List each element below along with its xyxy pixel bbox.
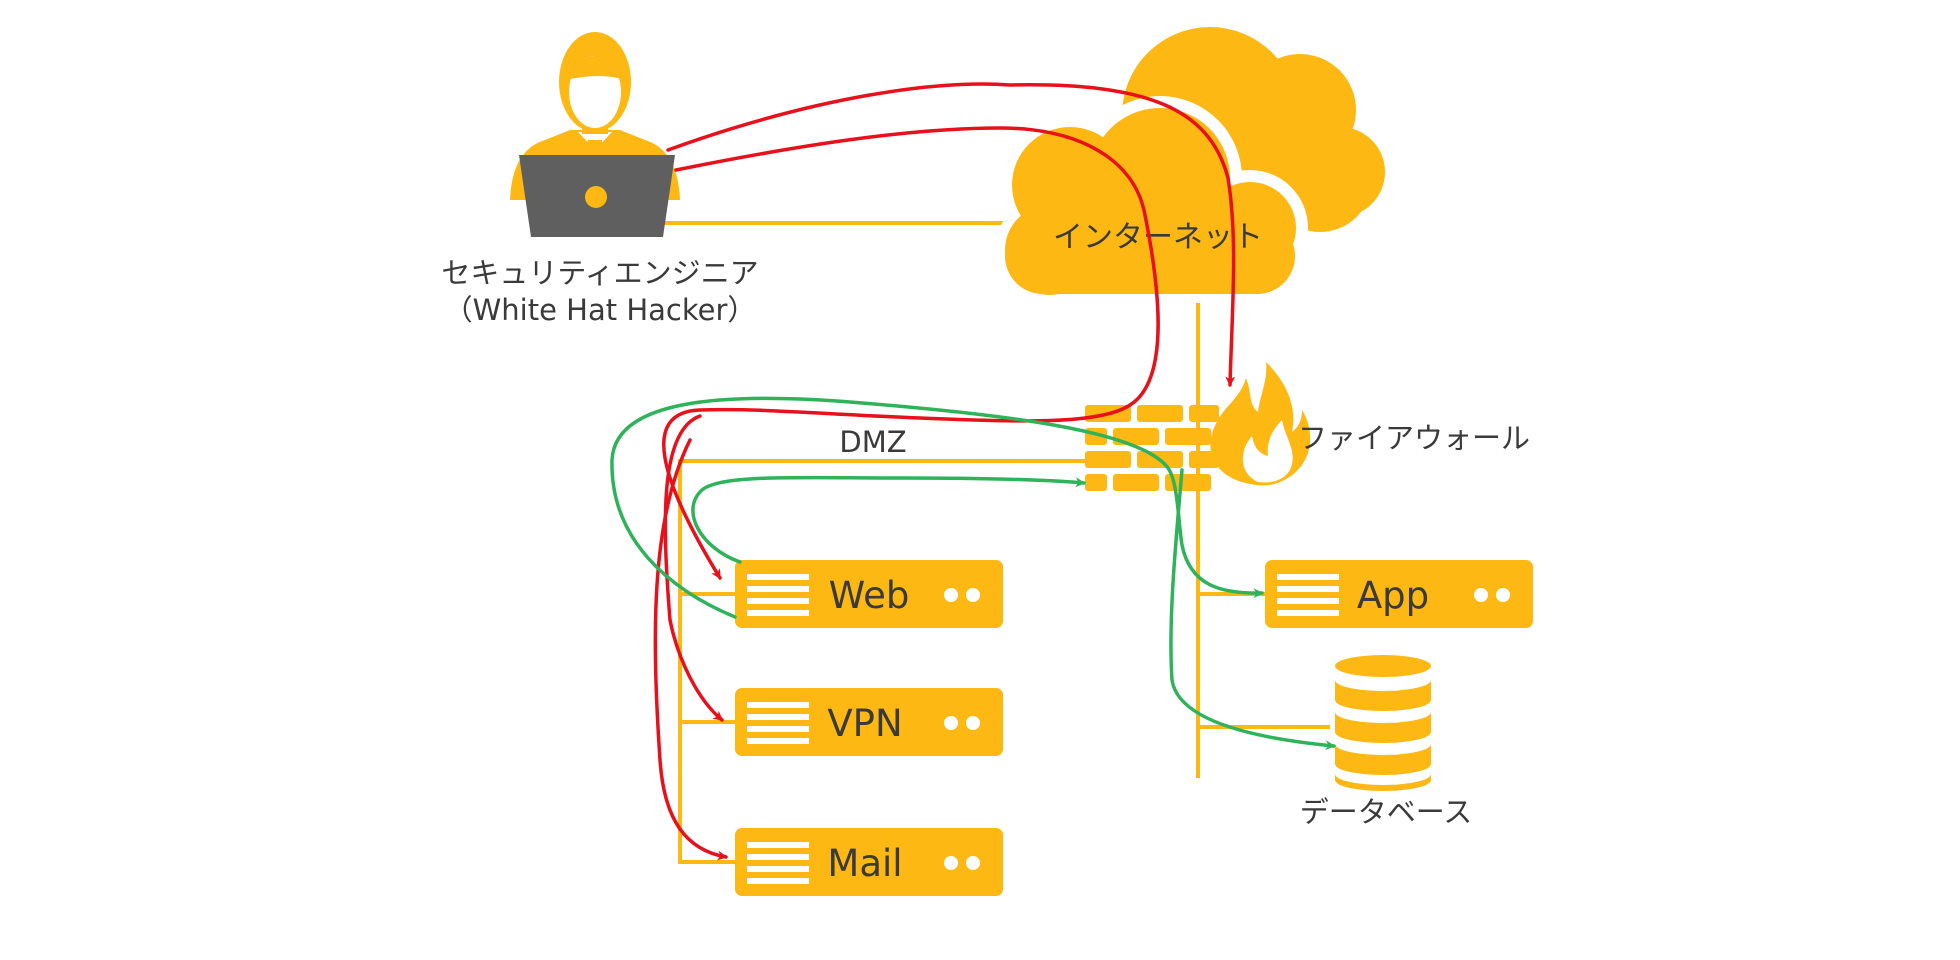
network-lines (660, 221, 1330, 864)
web-server-label: Web (829, 574, 910, 617)
cloud-icon: インターネット (995, 27, 1385, 305)
attack-arrow-to-web (662, 126, 1160, 580)
laptop-icon (519, 155, 675, 237)
internet-label: インターネット (1053, 220, 1263, 255)
engineer-subtitle: （White Hat Hacker） (444, 293, 757, 327)
attack-arrow-to-mail (653, 438, 728, 861)
database-label: データベース (1300, 795, 1473, 829)
app-server-label: App (1357, 574, 1429, 617)
legit-arrow-to-app (610, 396, 1264, 619)
firewall-label: ファイアウォール (1298, 421, 1530, 455)
mail-server: Mail (735, 828, 1003, 896)
legit-paths (610, 396, 1336, 751)
attack-arrow-to-firewall (666, 82, 1236, 387)
mail-server-label: Mail (827, 842, 902, 885)
attack-paths (653, 82, 1236, 861)
web-server: Web (735, 560, 1003, 628)
vpn-server: VPN (735, 688, 1003, 756)
flame-icon (1210, 362, 1311, 486)
app-server: App (1265, 560, 1533, 628)
attack-arrow-to-vpn (663, 414, 724, 722)
database-icon (1335, 655, 1431, 791)
engineer-title: セキュリティエンジニア (441, 256, 758, 290)
dmz-label: DMZ (839, 425, 906, 459)
legit-arrow-to-firewall (691, 475, 1086, 564)
vpn-server-label: VPN (827, 702, 902, 745)
legit-arrow-to-database (1169, 468, 1336, 751)
